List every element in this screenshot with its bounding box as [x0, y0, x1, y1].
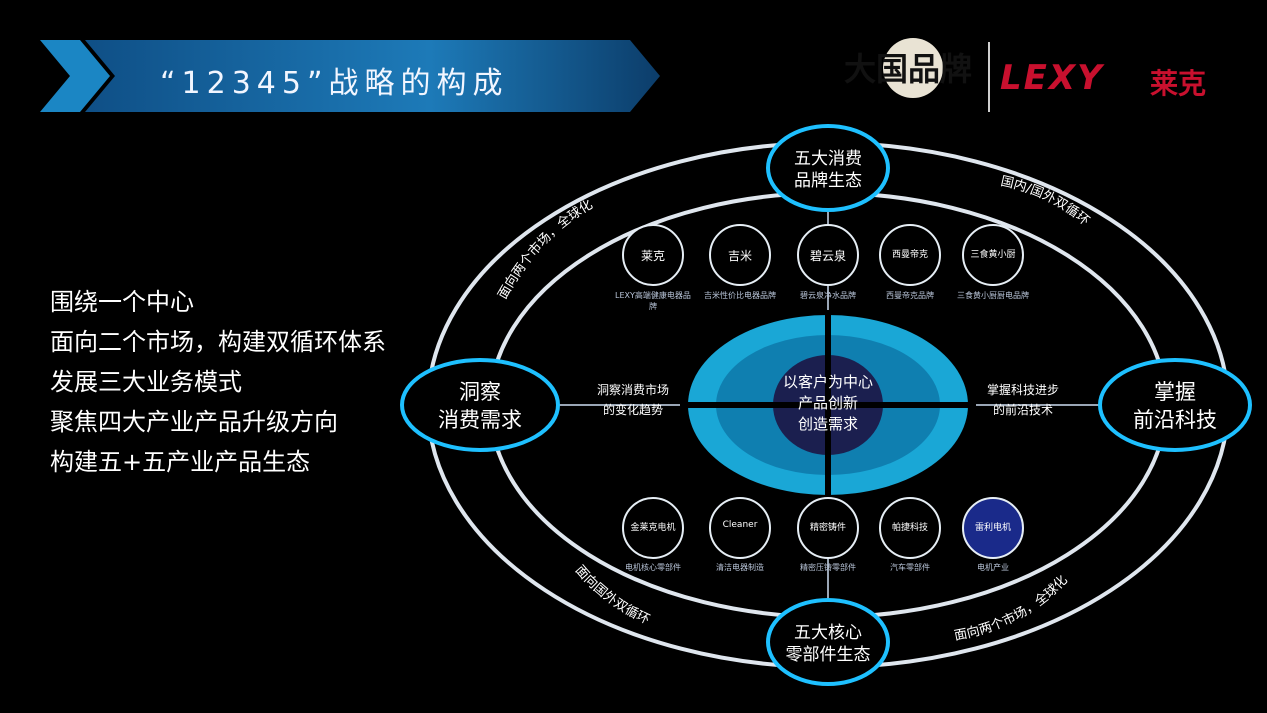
node-bottom-label: 五大核心零部件生态: [785, 623, 871, 665]
lexy-logo: LEXY: [1000, 58, 1104, 98]
brand-desc: 精密压铸零部件: [800, 563, 856, 572]
brand-desc: 电机核心零部件: [625, 563, 681, 572]
brand-label: 莱克: [640, 249, 665, 263]
page-title: “12345”战略的构成: [160, 66, 509, 101]
node-top-label: 五大消费品牌生态: [794, 149, 862, 191]
brand-desc: 清洁电器制造: [716, 563, 764, 572]
brand-label: 碧云泉: [809, 249, 846, 263]
brand-label: 西曼帝克: [891, 250, 928, 260]
strategy-item: 面向二个市场，构建双循环体系: [50, 328, 386, 356]
brand-label: 金莱克电机: [630, 523, 676, 533]
center-label: 以客户为中心产品创新创造需求: [782, 373, 873, 433]
strategy-item: 构建五+五产业产品生态: [50, 448, 311, 476]
brand-desc: 西曼帝克品牌: [886, 291, 934, 300]
brand-label: 雷利电机: [974, 523, 1011, 533]
brand-desc: 吉米性价比电器品牌: [704, 291, 776, 300]
strategy-list: 围绕一个中心 面向二个市场，构建双循环体系 发展三大业务模式 聚焦四大产业产品升…: [50, 282, 386, 482]
brand-desc: LEXY高端健康电器品牌: [615, 291, 691, 311]
node-bottom: [766, 598, 890, 686]
brand-desc: 三食黄小厨厨电品牌: [957, 291, 1029, 300]
svg-text:大国品牌: 大国品牌: [844, 50, 972, 88]
side-text-right: 掌握科技进步的前沿技术: [986, 383, 1059, 417]
node-right-label: 掌握前沿科技: [1133, 380, 1217, 432]
brand-label: 帕捷科技: [891, 523, 928, 533]
node-left: [400, 358, 560, 452]
brand-seal-logo: 大国品牌: [844, 38, 972, 98]
strategy-item: 围绕一个中心: [50, 288, 194, 316]
node-top: [766, 124, 890, 212]
side-text-left: 洞察消费市场的变化趋势: [596, 383, 669, 417]
node-right: [1098, 358, 1252, 452]
brand-label: Cleaner: [722, 520, 758, 530]
brand-desc: 汽车零部件: [890, 563, 930, 572]
brand-desc: 碧云泉净水品牌: [800, 291, 856, 300]
title-banner: [40, 40, 660, 112]
lexy-cn-logo: 莱克: [1150, 67, 1207, 100]
brand-label: 精密铸件: [809, 523, 846, 533]
brand-label: 吉米: [727, 249, 752, 263]
brand-label: 三食黄小厨: [970, 250, 1016, 260]
logo-divider: [988, 42, 990, 112]
strategy-item: 聚焦四大产业产品升级方向: [50, 408, 338, 436]
node-left-label: 洞察消费需求: [438, 380, 522, 432]
strategy-item: 发展三大业务模式: [50, 368, 242, 396]
brand-desc: 电机产业: [977, 563, 1009, 572]
